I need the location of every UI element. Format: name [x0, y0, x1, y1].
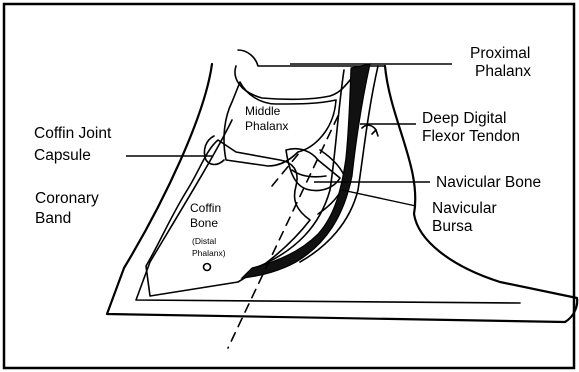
label-deep-digital-flexor-tendon: Deep Digital Flexor Tendon — [422, 110, 520, 145]
label-coronary-band: Coronary Band — [35, 190, 103, 227]
label-navicular-bursa: Navicular Bursa — [432, 200, 501, 235]
label-coffin-joint-capsule: Coffin Joint Capsule — [34, 125, 116, 164]
deep-digital-flexor-tendon — [242, 64, 370, 278]
label-navicular-bone: Navicular Bone — [436, 174, 541, 191]
coffin-bone — [146, 140, 310, 296]
proximal-phalanx-base — [235, 66, 352, 99]
tendon-arrow-icon — [362, 125, 376, 130]
label-middle-phalanx: Middle Phalanx — [245, 104, 288, 133]
tendon-arrow-head-icon — [372, 130, 378, 136]
label-coffin-bone: Coffin Bone — [190, 201, 224, 230]
coffin-bone-foramen — [204, 264, 211, 271]
label-distal-phalanx: (Distal Phalanx) — [192, 236, 226, 258]
label-proximal-phalanx: Proximal Phalanx — [470, 45, 535, 80]
tendon-sheath-line-outer — [300, 66, 378, 262]
